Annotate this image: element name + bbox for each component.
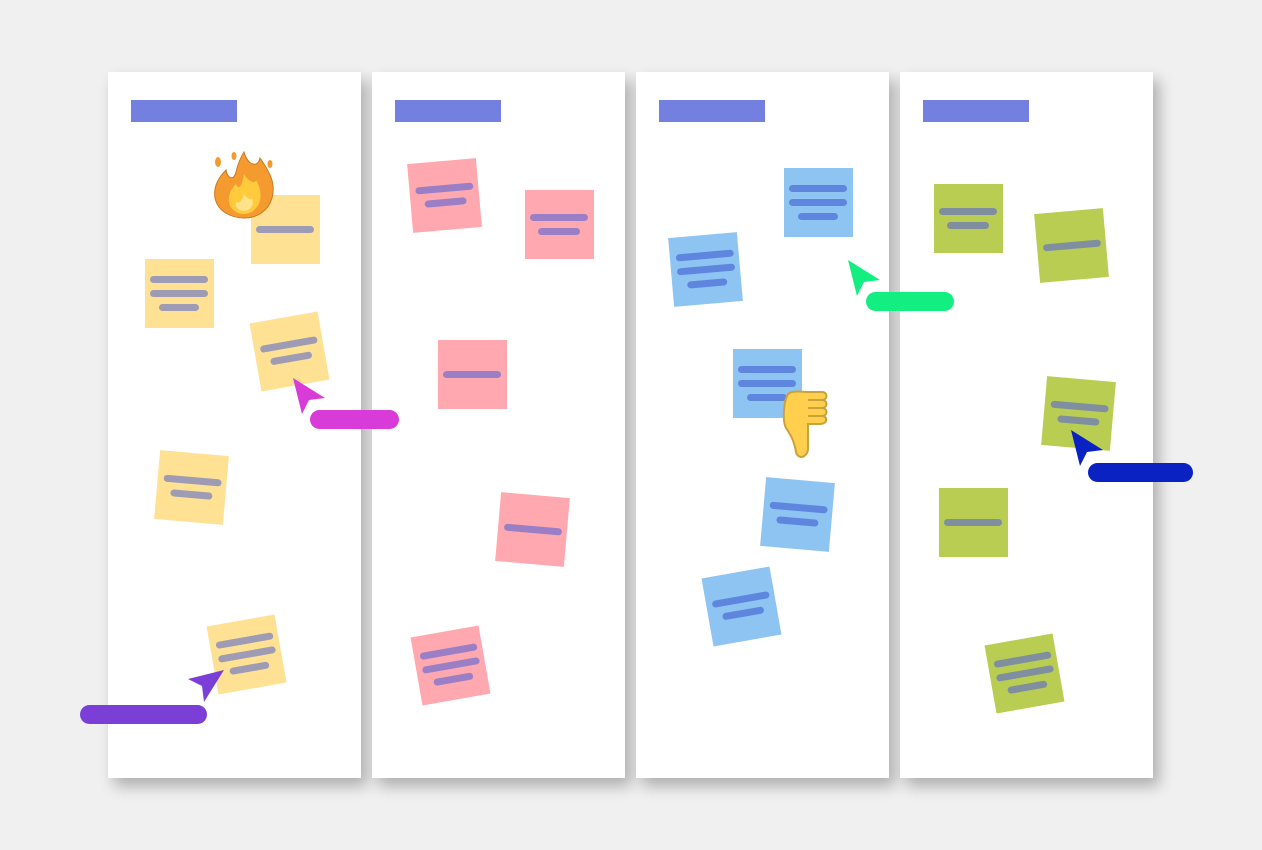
collaborator-cursor-icon [293,378,327,414]
sticky-note[interactable] [410,625,490,705]
note-text-line [258,335,317,353]
note-text-line [939,207,997,215]
sticky-note[interactable] [524,189,594,259]
note-text-line [162,474,221,487]
collaborator-cursor-icon [188,670,224,704]
note-text-line [789,184,847,192]
note-text-line [216,645,276,663]
note-text-line [738,379,796,387]
sticky-note[interactable] [783,167,853,237]
column-header[interactable] [659,100,765,122]
collaborator-name-tag [866,292,954,311]
note-text-line [268,350,312,365]
note-text-line [674,249,733,262]
note-text-line [502,522,562,536]
sticky-note[interactable] [759,476,835,552]
note-text-line [150,275,208,283]
sticky-note[interactable] [701,566,781,646]
note-text-line [432,671,473,686]
note-text-line [443,370,501,378]
note-text-line [798,212,838,220]
note-text-line [159,303,199,311]
sticky-note[interactable] [732,348,802,418]
note-text-line [214,631,273,649]
note-text-line [768,501,827,514]
collaborator-name-tag [1088,463,1193,482]
note-text-line [720,605,764,620]
note-text-line [418,642,477,660]
note-text-line [1056,414,1099,426]
collaborator-cursor-icon [848,260,882,296]
note-text-line [710,590,769,608]
sticky-note[interactable] [406,157,482,233]
note-text-line [992,650,1051,668]
note-text-line [538,227,580,235]
note-text-line [169,488,212,500]
note-text-line [414,182,473,195]
sticky-note[interactable] [938,487,1008,557]
note-text-line [1049,400,1108,413]
note-text-line [947,221,989,229]
note-text-line [423,196,466,208]
note-text-line [738,365,796,373]
note-text-line [747,393,787,401]
column-header[interactable] [395,100,501,122]
note-text-line [675,262,735,276]
note-text-line [420,656,480,674]
note-text-line [228,660,269,675]
sticky-note[interactable] [984,633,1064,713]
sticky-note[interactable] [153,449,229,525]
sticky-note[interactable] [667,231,743,307]
sticky-note[interactable] [494,491,570,567]
note-text-line [150,289,208,297]
sticky-note[interactable] [144,258,214,328]
column-header[interactable] [923,100,1029,122]
collaborator-name-tag [80,705,207,724]
thumbs-down-icon [782,390,830,460]
note-text-line [685,277,727,289]
note-text-line [775,515,818,527]
sticky-note[interactable] [1033,207,1109,283]
collaborator-name-tag [310,410,399,429]
note-text-line [1041,238,1101,252]
fire-icon [212,150,276,220]
note-text-line [789,198,847,206]
note-text-line [994,664,1054,682]
note-text-line [1006,679,1047,694]
note-text-line [530,213,588,221]
sticky-note[interactable] [933,183,1003,253]
sticky-note[interactable] [437,339,507,409]
column-header[interactable] [131,100,237,122]
note-text-line [256,225,314,233]
note-text-line [944,518,1002,526]
collaborator-cursor-icon [1071,430,1105,466]
